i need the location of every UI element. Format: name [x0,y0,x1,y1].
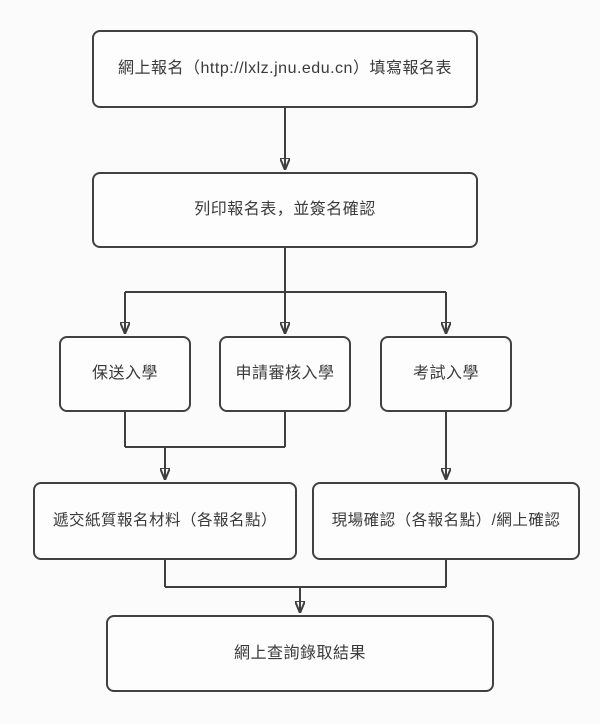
flow-node-application-review-admission: 申請審核入學 [219,336,351,412]
flow-node-recommended-admission: 保送入學 [59,336,191,412]
flow-node-label: 遞交紙質報名材料（各報名點） [52,511,277,529]
flow-node-submit-paper-materials: 遞交紙質報名材料（各報名點） [33,482,297,560]
flow-node-label: 現場確認（各報名點）/網上確認 [331,511,561,529]
flow-node-print-and-sign: 列印報名表，並簽名確認 [92,172,478,248]
flow-node-check-admission-results: 網上查詢錄取結果 [106,615,494,692]
flow-node-label: 列印報名表，並簽名確認 [194,201,376,219]
flow-node-exam-admission: 考試入學 [380,336,512,412]
flow-node-online-registration: 網上報名（http://lxlz.jnu.edu.cn）填寫報名表 [92,30,478,108]
flow-node-label: 網上報名（http://lxlz.jnu.edu.cn）填寫報名表 [118,60,452,78]
flow-node-label: 網上查詢錄取結果 [233,644,366,662]
flow-node-label: 保送入學 [91,365,158,383]
flow-node-label: 考試入學 [412,365,479,383]
flow-node-label: 申請審核入學 [235,365,335,383]
flow-node-onsite-or-online-confirmation: 現場確認（各報名點）/網上確認 [312,482,580,560]
